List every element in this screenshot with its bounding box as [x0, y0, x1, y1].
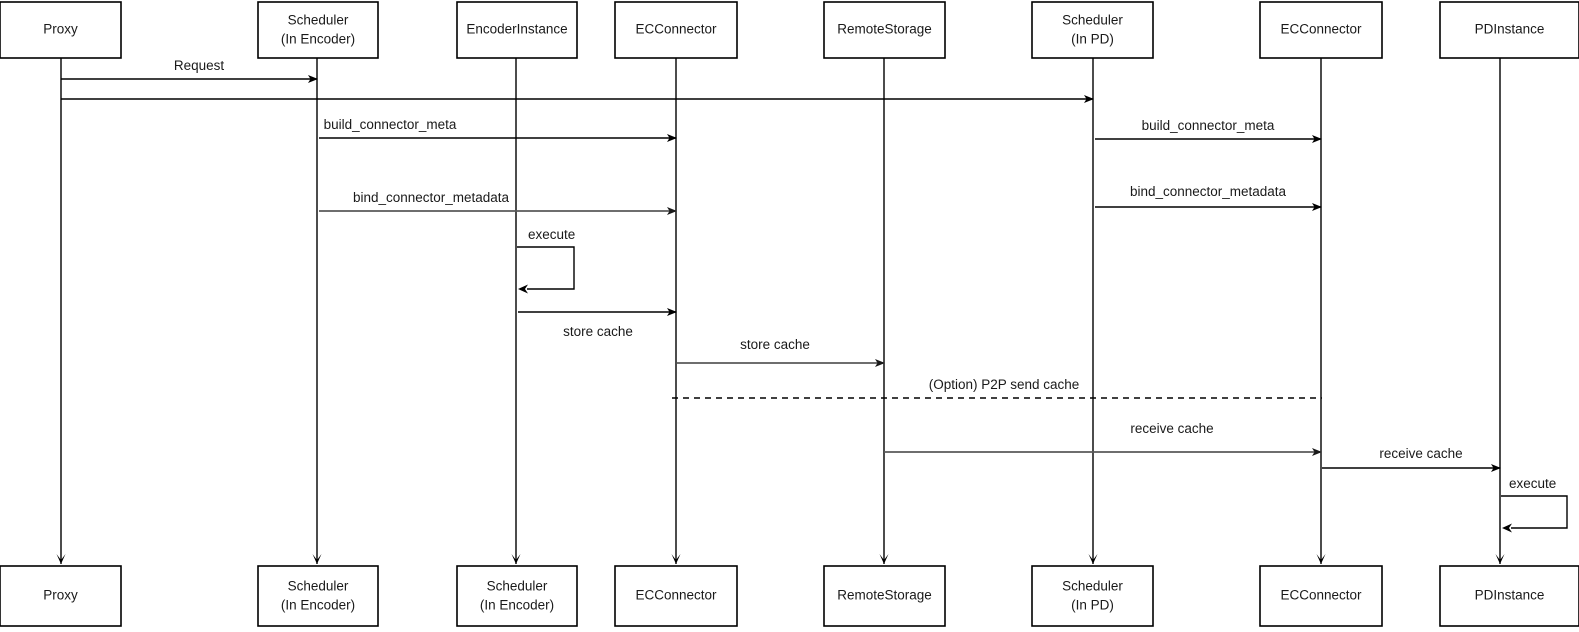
bottom-box-label-encoder-instance: Scheduler: [487, 579, 548, 594]
top-box-rect-ec-connector-encoder: [614, 1, 738, 59]
bottom-participant-box-proxy[interactable]: Proxy: [0, 565, 122, 627]
message-store-cache-remote[interactable]: store cache: [677, 337, 885, 367]
bottom-participant-box-pd-instance[interactable]: PDInstance: [1439, 565, 1579, 627]
bottom-participant-box-encoder-instance[interactable]: Scheduler (In Encoder): [456, 565, 578, 627]
top-box-label-scheduler-encoder: Scheduler: [288, 13, 349, 28]
top-participant-boxes: Proxy Scheduler (In Encoder) EncoderInstanc…: [0, 1, 1579, 59]
message-label-store-cache-encoder: store cache: [563, 324, 633, 339]
message-label-bind-connector-metadata-pd: bind_connector_metadata: [1130, 184, 1287, 199]
bottom-box-rect-scheduler-encoder: [257, 565, 379, 627]
top-participant-box-scheduler-encoder[interactable]: Scheduler (In Encoder): [257, 1, 379, 59]
top-box-rect-pd-instance: [1439, 1, 1579, 59]
message-label-store-cache-remote: store cache: [740, 337, 810, 352]
top-box-label-scheduler-pd: Scheduler: [1062, 13, 1123, 28]
top-box-rect-remote-storage: [823, 1, 946, 59]
top-box-rect-encoder-instance: [456, 1, 578, 59]
message-receive-cache-remote[interactable]: receive cache: [884, 421, 1322, 456]
lifeline-end-arrow-pd-instance: [1495, 554, 1505, 564]
bottom-participant-box-ec-connector-pd[interactable]: ECConnector: [1259, 565, 1383, 627]
message-bind-connector-metadata-encoder[interactable]: bind_connector_metadata: [319, 190, 677, 215]
top-box-label-ec-connector-encoder: ECConnector: [635, 22, 717, 37]
self-message-arrow-execute-encoder: [518, 284, 528, 294]
bottom-participant-box-scheduler-encoder[interactable]: Scheduler (In Encoder): [257, 565, 379, 627]
bottom-box-label-proxy: Proxy: [43, 588, 78, 603]
bottom-box-sublabel-scheduler-encoder: (In Encoder): [281, 598, 355, 613]
bottom-participant-box-remote-storage[interactable]: RemoteStorage: [823, 565, 946, 627]
top-box-rect-scheduler-encoder: [257, 1, 379, 59]
self-message-path-execute-encoder: [517, 246, 575, 290]
message-label-p2p-send-cache: (Option) P2P send cache: [929, 377, 1080, 392]
bottom-participant-box-scheduler-pd[interactable]: Scheduler (In PD): [1031, 565, 1154, 627]
message-store-cache-encoder[interactable]: store cache: [518, 308, 677, 339]
top-box-label-proxy: Proxy: [43, 22, 78, 37]
lifelines-layer: [56, 58, 1505, 564]
message-receive-cache-pd[interactable]: receive cache: [1322, 446, 1501, 472]
message-label-receive-cache-remote: receive cache: [1130, 421, 1213, 436]
self-message-label-execute-encoder: execute: [528, 227, 575, 242]
bottom-box-label-ec-connector-encoder: ECConnector: [635, 588, 717, 603]
bottom-box-label-pd-instance: PDInstance: [1475, 588, 1545, 603]
self-message-execute-encoder[interactable]: execute: [517, 227, 575, 294]
lifeline-end-arrow-scheduler-pd: [1088, 554, 1098, 564]
message-label-bind-connector-metadata-encoder: bind_connector_metadata: [353, 190, 510, 205]
message-label-request: Request: [174, 58, 225, 73]
message-label-build-connector-meta-pd: build_connector_meta: [1142, 118, 1275, 133]
message-build-connector-meta-encoder[interactable]: build_connector_meta: [319, 117, 677, 142]
bottom-box-label-scheduler-pd: Scheduler: [1062, 579, 1123, 594]
top-participant-box-encoder-instance[interactable]: EncoderInstance: [456, 1, 578, 59]
bottom-participant-box-ec-connector-encoder[interactable]: ECConnector: [614, 565, 738, 627]
bottom-box-sublabel-encoder-instance: (In Encoder): [480, 598, 554, 613]
message-build-connector-meta-pd[interactable]: build_connector_meta: [1095, 118, 1322, 143]
self-messages-layer: execute execute: [517, 227, 1568, 533]
top-box-label-encoder-instance: EncoderInstance: [466, 22, 567, 37]
bottom-box-sublabel-scheduler-pd: (In PD): [1071, 598, 1114, 613]
bottom-box-rect-ec-connector-encoder: [614, 565, 738, 627]
bottom-participant-boxes: Proxy Scheduler (In Encoder) Scheduler (In E…: [0, 565, 1579, 627]
top-participant-box-ec-connector-encoder[interactable]: ECConnector: [614, 1, 738, 59]
top-box-rect-ec-connector-pd: [1259, 1, 1383, 59]
top-box-sublabel-scheduler-pd: (In PD): [1071, 32, 1114, 47]
self-message-arrow-execute-pd: [1502, 523, 1512, 533]
bottom-box-label-scheduler-encoder: Scheduler: [288, 579, 349, 594]
messages-layer: Request build_connector_meta build_connect…: [61, 58, 1501, 472]
top-participant-box-scheduler-pd[interactable]: Scheduler (In PD): [1031, 1, 1154, 59]
self-message-path-execute-pd: [1501, 495, 1568, 529]
message-label-receive-cache-pd: receive cache: [1379, 446, 1462, 461]
top-box-rect-scheduler-pd: [1031, 1, 1154, 59]
top-box-label-ec-connector-pd: ECConnector: [1280, 22, 1362, 37]
top-participant-box-ec-connector-pd[interactable]: ECConnector: [1259, 1, 1383, 59]
message-p2p-send-cache[interactable]: (Option) P2P send cache: [672, 377, 1322, 399]
top-participant-box-proxy[interactable]: Proxy: [0, 1, 122, 59]
top-participant-box-remote-storage[interactable]: RemoteStorage: [823, 1, 946, 59]
lifeline-end-arrow-encoder-instance: [511, 554, 521, 564]
self-message-label-execute-pd: execute: [1509, 476, 1556, 491]
bottom-box-rect-scheduler-pd: [1031, 565, 1154, 627]
bottom-box-rect-remote-storage: [823, 565, 946, 627]
message-request[interactable]: Request: [61, 58, 318, 83]
self-message-execute-pd[interactable]: execute: [1501, 476, 1568, 533]
top-box-label-remote-storage: RemoteStorage: [837, 22, 932, 37]
bottom-box-label-ec-connector-pd: ECConnector: [1280, 588, 1362, 603]
message-bind-connector-metadata-pd[interactable]: bind_connector_metadata: [1095, 184, 1322, 211]
lifeline-end-arrow-remote-storage: [879, 554, 889, 564]
lifeline-end-arrow-ec-connector-pd: [1316, 554, 1326, 564]
top-participant-box-pd-instance[interactable]: PDInstance: [1439, 1, 1579, 59]
lifeline-end-arrow-ec-connector-encoder: [671, 554, 681, 564]
top-box-sublabel-scheduler-encoder: (In Encoder): [281, 32, 355, 47]
bottom-box-rect-pd-instance: [1439, 565, 1579, 627]
bottom-box-rect-proxy: [0, 565, 122, 627]
bottom-box-rect-encoder-instance: [456, 565, 578, 627]
bottom-box-label-remote-storage: RemoteStorage: [837, 588, 932, 603]
bottom-box-rect-ec-connector-pd: [1259, 565, 1383, 627]
top-box-label-pd-instance: PDInstance: [1475, 22, 1545, 37]
message-label-build-connector-meta-encoder: build_connector_meta: [324, 117, 457, 132]
lifeline-end-arrow-scheduler-encoder: [312, 554, 322, 564]
lifeline-end-arrow-proxy: [56, 554, 66, 564]
top-box-rect-proxy: [0, 1, 122, 59]
